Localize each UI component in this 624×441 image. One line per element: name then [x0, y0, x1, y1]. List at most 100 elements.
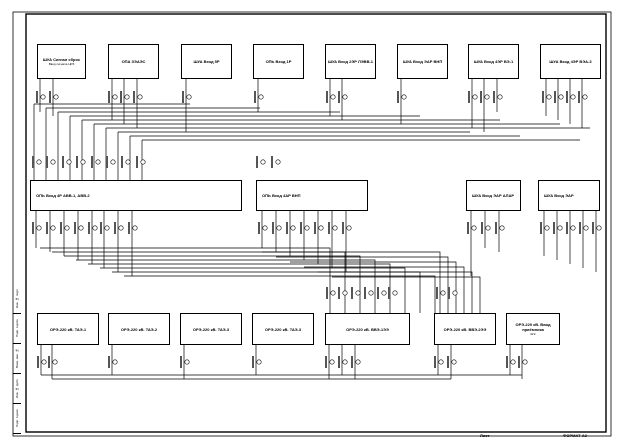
title-block-cell: Подп. и дата — [13, 403, 21, 434]
connector-tag — [338, 356, 340, 368]
connector-tag — [388, 287, 390, 299]
block-label: ШУА Вход ЭАР ВНП — [402, 59, 443, 64]
connector-icon — [582, 94, 588, 100]
connector-tag — [542, 91, 544, 103]
connector-tag — [300, 222, 302, 234]
connector-icon — [53, 94, 59, 100]
connector-tag — [328, 222, 330, 234]
connector-icon — [262, 225, 268, 231]
connector-icon — [342, 94, 348, 100]
connector-tag — [314, 222, 316, 234]
connector-tag — [480, 91, 482, 103]
top-row-block: ШУА Вход 4ЭР ВЭ-1 — [468, 44, 519, 79]
connector-tag — [108, 91, 110, 103]
inner-frame — [25, 13, 607, 433]
wire — [332, 276, 481, 313]
connector-tag — [46, 222, 48, 234]
connector-tag — [182, 91, 184, 103]
connector-tag — [60, 222, 62, 234]
wire — [40, 247, 331, 313]
connector-tag — [377, 287, 379, 299]
connector-tag — [467, 222, 469, 234]
connector-icon — [330, 290, 336, 296]
connector-tag — [120, 91, 122, 103]
connector-tag — [553, 222, 555, 234]
connector-tag — [397, 91, 399, 103]
connector-icon — [290, 225, 296, 231]
sheet-label: Лист — [480, 433, 490, 438]
connector-icon — [64, 225, 70, 231]
connector-icon — [41, 359, 47, 365]
bottom-row-block: ОРЭ-220 кВ. ТАЭ-2 — [108, 313, 170, 345]
connector-icon — [510, 359, 516, 365]
connector-icon — [355, 290, 361, 296]
connector-tag — [32, 156, 34, 168]
connector-icon — [401, 94, 407, 100]
connector-icon — [36, 225, 42, 231]
top-row-block: ОПЬ Вход 1Р — [253, 44, 304, 79]
connector-tag — [326, 91, 328, 103]
block-label: ШУА Сигнал сброс — [42, 57, 81, 62]
connector-tag — [91, 156, 93, 168]
title-block-cell: Инв. № подл. — [13, 283, 21, 314]
connector-icon — [546, 94, 552, 100]
connector-tag — [351, 287, 353, 299]
connector-tag — [114, 222, 116, 234]
top-row-block: ШУА Вход 2ЭР ЛЭВВ-1 — [325, 44, 376, 79]
connector-icon — [80, 159, 86, 165]
connector-icon — [66, 159, 72, 165]
connector-tag — [326, 287, 328, 299]
connector-icon — [596, 225, 602, 231]
block-label: ШУА Вход 5Р — [193, 59, 220, 64]
block-sublabel: ШЭ — [530, 332, 536, 336]
connector-icon — [140, 159, 146, 165]
connector-icon — [124, 94, 130, 100]
block-label: ОПЬ Вход 1Р — [265, 59, 292, 64]
connector-tag — [592, 222, 594, 234]
connector-tag — [578, 91, 580, 103]
connector-icon — [381, 290, 387, 296]
block-label: ОРЭ-220 кВ. ТАЭ-2 — [120, 326, 158, 332]
connector-icon — [304, 225, 310, 231]
title-block-cell: Инв. № дубл. — [13, 373, 21, 404]
block-label: ОРЭ-220 кВ. ТАЭ-1 — [49, 326, 87, 332]
connector-icon — [256, 359, 262, 365]
connector-icon — [104, 225, 110, 231]
connector-tag — [88, 222, 90, 234]
connector-icon — [342, 359, 348, 365]
format-label: ФОРМАТ А3 — [563, 433, 587, 438]
block-label: ШУА Вход ЭАР — [544, 193, 574, 198]
wire — [112, 271, 421, 313]
connector-tag — [36, 91, 38, 103]
top-row-block: ШУА Вход ЭАР ВНП — [397, 44, 448, 79]
connector-icon — [50, 225, 56, 231]
connector-tag — [481, 222, 483, 234]
connector-icon — [570, 94, 576, 100]
connector-tag — [286, 222, 288, 234]
block-label: ОПЬ Вход 4Р АВВ-1, АВВ-2 — [36, 193, 90, 198]
connector-tag — [272, 222, 274, 234]
block-label: ОРЭ-220 кВ. ВВЭ-1ЭЭ — [346, 326, 389, 332]
connector-tag — [436, 287, 438, 299]
connector-icon — [112, 94, 118, 100]
wire — [304, 266, 465, 313]
connector-icon — [392, 290, 398, 296]
wire — [52, 251, 346, 313]
connector-tag — [76, 156, 78, 168]
bottom-row-block: ОРЭ-220 кВ. ВВЭ-1ЭЭ — [325, 313, 410, 345]
connector-icon — [342, 290, 348, 296]
connector-icon — [258, 94, 264, 100]
top-row-block: ШУА Вход 4ЭР ВЭА-3 — [540, 44, 601, 79]
connector-tag — [62, 156, 64, 168]
connector-tag — [49, 91, 51, 103]
bottom-row-block: ОРЭ-220 кВ. ТАЭ-3 — [180, 313, 242, 345]
connector-tag — [108, 356, 110, 368]
connector-icon — [275, 159, 281, 165]
connector-icon — [472, 94, 478, 100]
connector-icon — [438, 359, 444, 365]
connector-icon — [499, 225, 505, 231]
connector-tag — [364, 287, 366, 299]
connector-icon — [186, 94, 192, 100]
block-label: ОРЭ-220 кВ. ТАЭ-3 — [264, 326, 302, 332]
